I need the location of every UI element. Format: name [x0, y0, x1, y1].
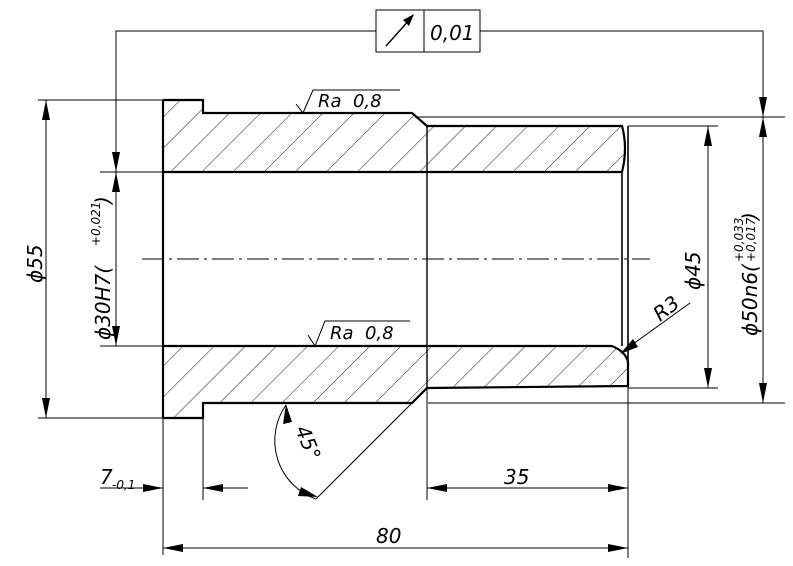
dim-inner-right: ϕ45 [628, 125, 718, 389]
dim-flange-text: 7 [100, 465, 113, 489]
dim-outer-right-tol-upper: +0,033 [732, 218, 746, 262]
bottom-wall-section [163, 346, 628, 418]
dim-length-right: 35 [426, 386, 629, 558]
dim-radius-text: R3 [648, 291, 684, 326]
dim-outer-right: ϕ50n6( +0,033 +0,017 ) [415, 116, 785, 404]
top-wall-section [163, 100, 625, 172]
tolerance-value: 0,01 [430, 21, 475, 45]
tolerance-frame: 0,01 [112, 9, 767, 172]
part-outline [161, 98, 630, 420]
dim-radius: R3 [620, 291, 691, 354]
runout-arrow-icon [385, 14, 414, 47]
dim-length-total-text: 80 [376, 524, 401, 548]
dim-flange: 7 -0,1 [100, 418, 248, 555]
dim-bore: ϕ30H7( +0,021 ) [89, 171, 163, 347]
dim-outer-left: ϕ55 [23, 99, 163, 419]
dim-length-right-text: 35 [504, 465, 529, 489]
roughness-bottom-text: Ra 0,8 [330, 323, 394, 344]
dim-chamfer-text: 45° [290, 422, 326, 464]
roughness-bottom: Ra 0,8 [307, 320, 410, 348]
dim-bore-tol-upper: +0,021 [89, 202, 103, 246]
dim-flange-tol: -0,1 [112, 478, 135, 492]
dim-bore-text: ϕ30H7( [91, 265, 115, 340]
dim-outer-right-text: ϕ50n6( [738, 263, 762, 336]
roughness-top: Ra 0,8 [295, 89, 400, 114]
roughness-top-text: Ra 0,8 [318, 91, 382, 112]
dim-chamfer: 45° [274, 402, 413, 500]
dim-bore-tol-close: ) [91, 196, 115, 206]
dim-outer-left-text: ϕ55 [23, 244, 47, 283]
dim-length-total: 80 [163, 524, 628, 552]
dim-inner-right-text: ϕ45 [681, 251, 705, 290]
dim-outer-right-tol-lower: +0,017 [744, 217, 758, 262]
dim-outer-right-tol-close: ) [738, 212, 762, 222]
